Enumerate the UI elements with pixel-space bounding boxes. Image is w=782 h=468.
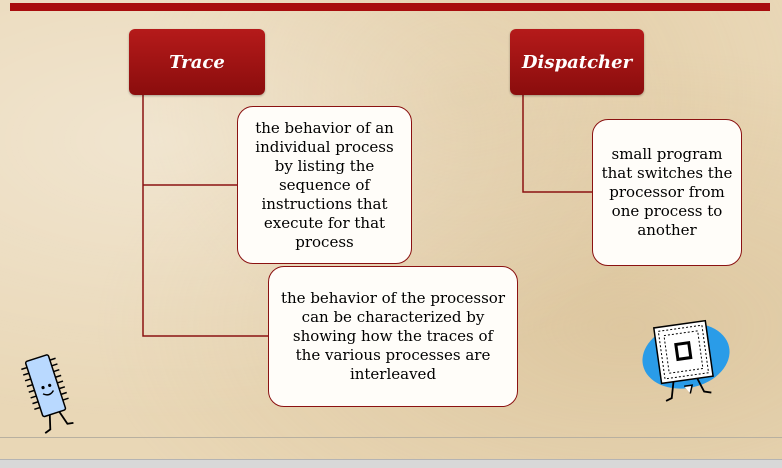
processor-behavior-box: the behavior of the processor can be cha… <box>268 266 518 407</box>
dispatcher-definition-box: small program that switches the processo… <box>592 119 742 266</box>
dispatcher-definition-text: small program that switches the processo… <box>601 145 733 239</box>
footer-divider <box>0 437 782 438</box>
trace-header: Trace <box>129 29 265 95</box>
memory-chip-clipart-icon <box>21 354 74 434</box>
top-accent-bar <box>10 3 770 11</box>
trace-definition-box: the behavior of an individual process by… <box>237 106 412 264</box>
bottom-strip <box>0 459 782 468</box>
dispatcher-label: Dispatcher <box>521 51 633 73</box>
dispatcher-connector <box>522 95 592 193</box>
trace-connector-processor <box>142 95 268 337</box>
dispatcher-header: Dispatcher <box>510 29 644 95</box>
trace-definition-text: the behavior of an individual process by… <box>255 118 394 251</box>
trace-label: Trace <box>169 51 225 73</box>
processor-chip-clipart-icon <box>642 319 730 402</box>
processor-behavior-text: the behavior of the processor can be cha… <box>280 289 506 383</box>
